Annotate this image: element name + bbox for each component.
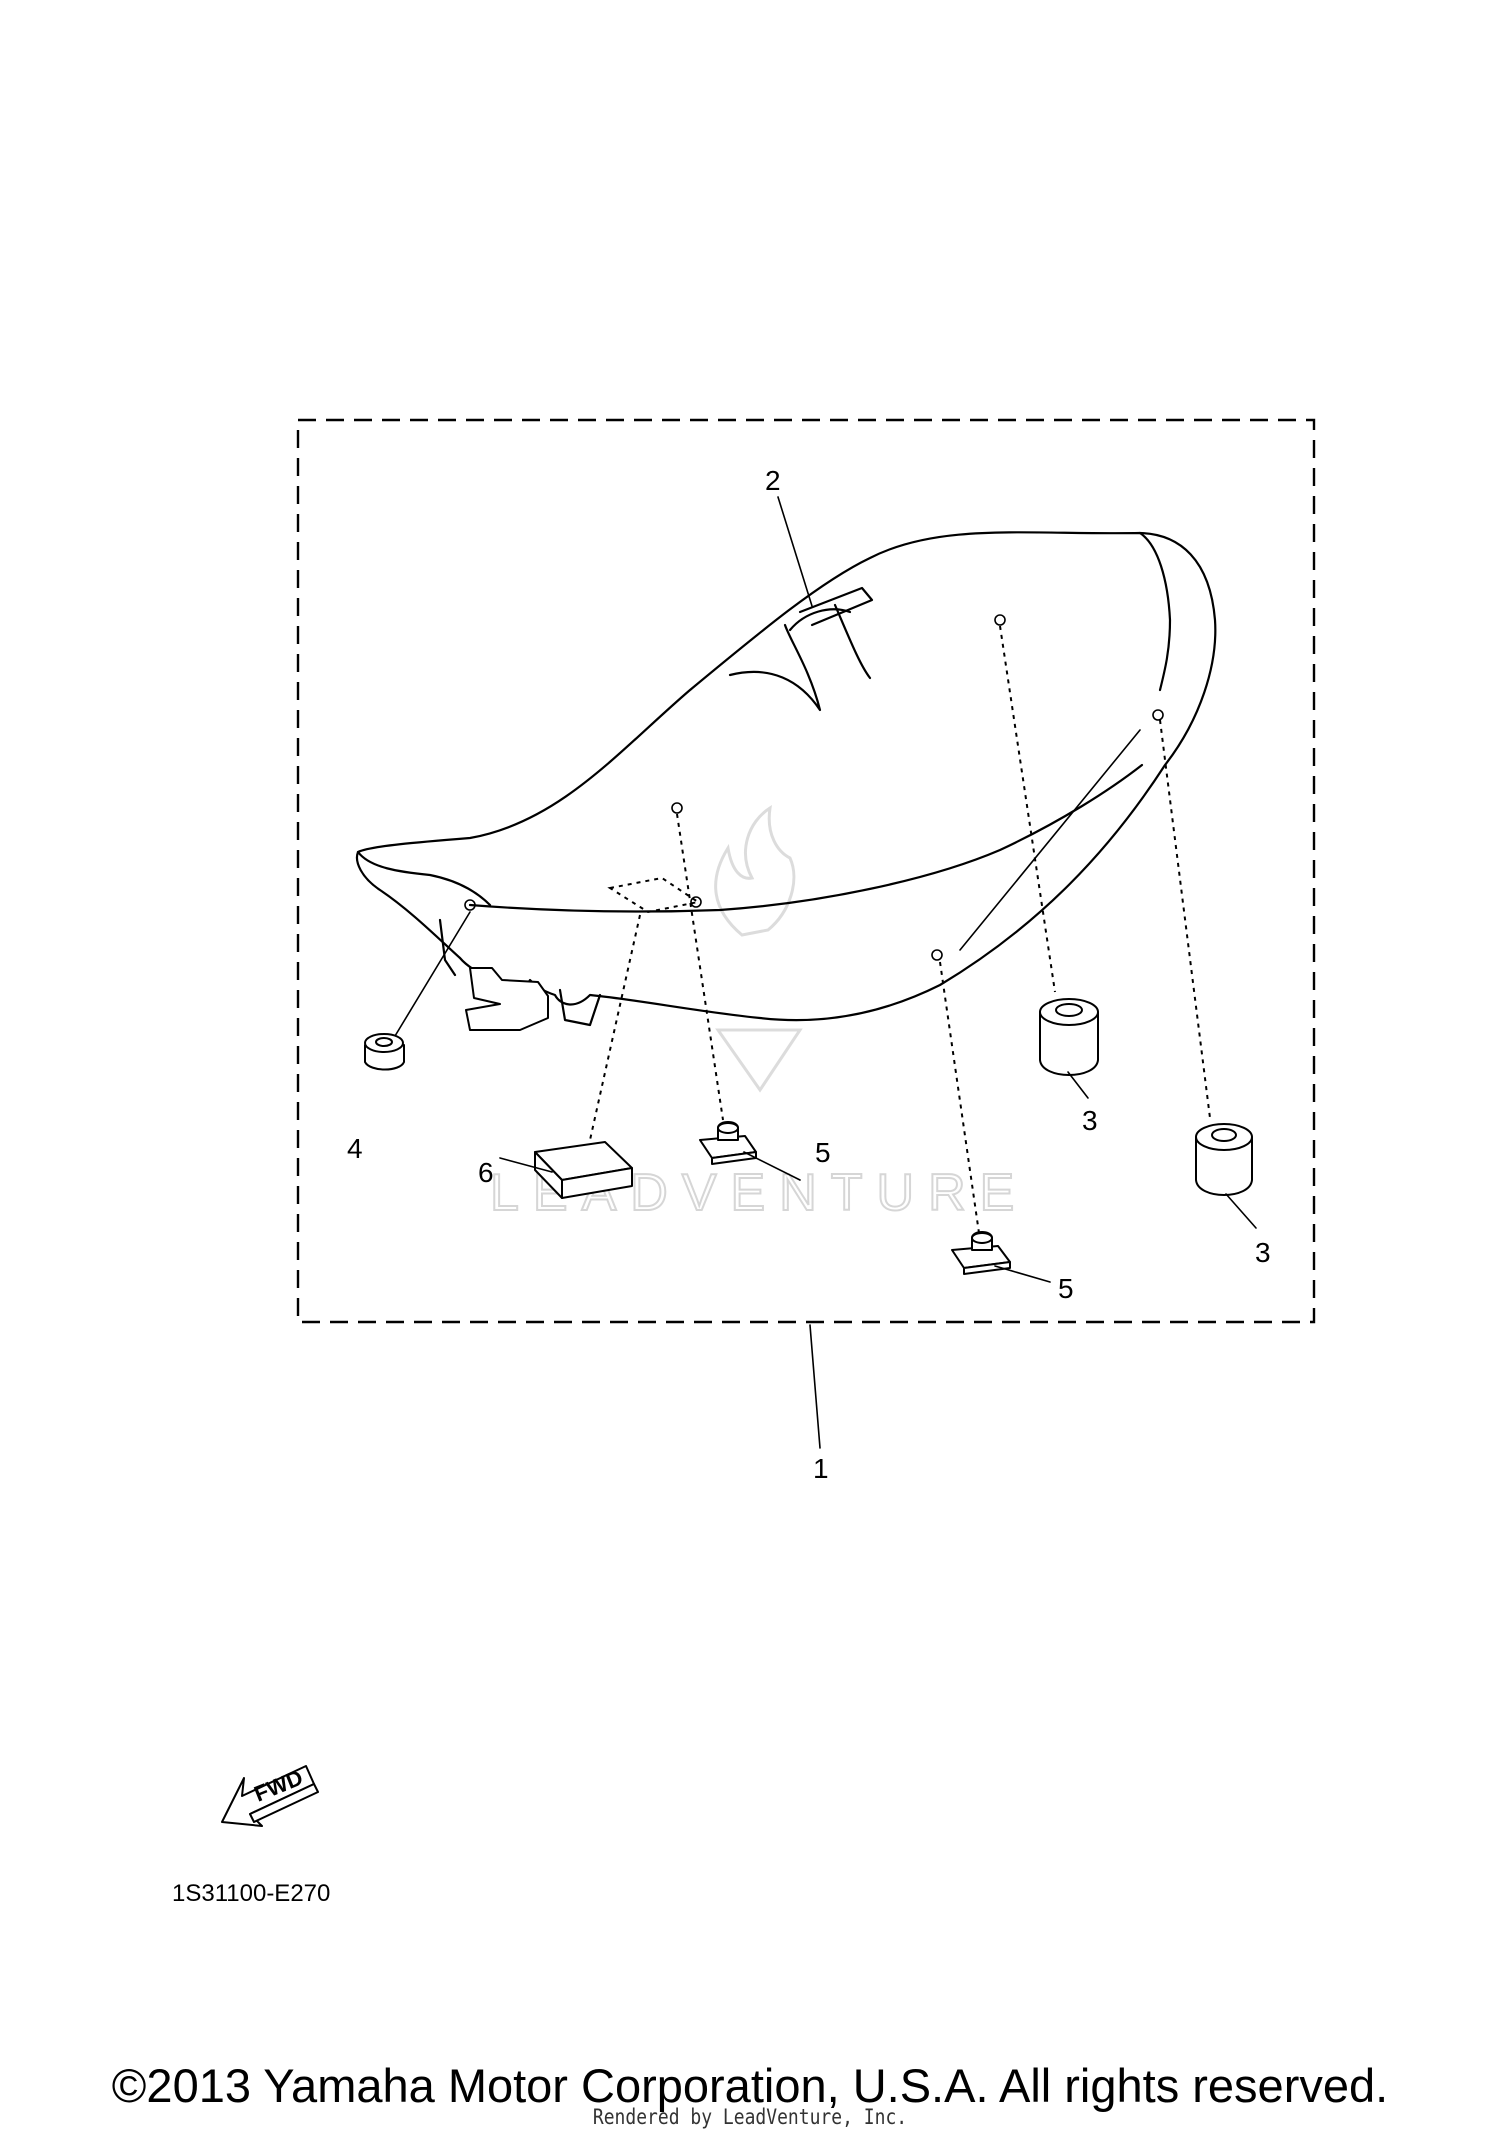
assembly-frame — [296, 418, 1316, 1324]
leader-hole-to-damper-4 — [394, 911, 471, 1037]
callout-3b: 3 — [1255, 1237, 1271, 1268]
seat-hump-right — [833, 603, 872, 680]
damper-3a — [1039, 998, 1099, 1076]
mount-hole — [994, 614, 1006, 626]
leader-lines — [394, 625, 1211, 1241]
seat-hump-left — [728, 623, 822, 712]
seat-skirt — [438, 918, 602, 1027]
diagram-code: 1S31100-E270 — [172, 1880, 331, 1907]
leader-hole-to-damper-3a — [999, 625, 1056, 993]
mount-hole — [671, 802, 683, 814]
leader-callout-1 — [809, 1324, 821, 1449]
callout-6: 6 — [478, 1157, 494, 1188]
callout-1: 1 — [813, 1453, 829, 1484]
mount-hole — [1152, 709, 1164, 721]
mount-hole — [690, 896, 702, 908]
seat-nose-top — [356, 850, 492, 907]
seat-edge-guide — [959, 729, 1141, 951]
callout-leaders — [499, 496, 1257, 1449]
leadventure-v-mark — [715, 1028, 803, 1093]
seat-hump-curve — [788, 608, 852, 632]
seat-outline — [355, 531, 1217, 1022]
leader-callout-3a — [1067, 1071, 1089, 1099]
seat-strap — [798, 586, 874, 627]
pad-outline-hidden — [607, 876, 701, 914]
leader-pad-to-item-6 — [589, 914, 641, 1141]
seat-side-edge — [468, 763, 1144, 913]
leader-callout-5b — [994, 1265, 1051, 1283]
seat-rear-seam — [1138, 531, 1172, 692]
callout-5b: 5 — [1058, 1273, 1074, 1304]
callout-3a: 3 — [1082, 1105, 1098, 1136]
leader-callout-5a — [743, 1151, 801, 1181]
nut-5b — [951, 1231, 1011, 1275]
leader-callout-6 — [499, 1157, 553, 1173]
leader-hole-to-nut-5b — [939, 961, 981, 1241]
fwd-arrow-icon: FWD — [221, 1765, 319, 1827]
leader-hole-to-damper-3b — [1159, 719, 1211, 1119]
leadventure-flame-logo — [714, 804, 796, 937]
pad-6 — [534, 1141, 633, 1199]
mount-hole — [931, 949, 943, 961]
mounting-holes — [464, 614, 1164, 961]
mount-hole — [464, 899, 476, 911]
leader-hole-to-nut-5a — [676, 813, 724, 1121]
seat-bracket — [465, 967, 549, 1031]
seat — [355, 531, 1217, 1031]
leader-callout-2 — [777, 496, 813, 607]
rendered-by-credit: Rendered by LeadVenture, Inc. — [592, 2104, 908, 2131]
callout-5a: 5 — [815, 1137, 831, 1168]
callout-2: 2 — [765, 465, 781, 496]
leader-callout-3b — [1225, 1193, 1257, 1229]
nut-5a — [699, 1121, 757, 1165]
damper-3b — [1195, 1123, 1253, 1196]
damper-4 — [364, 1033, 405, 1071]
copyright-notice: ©2013 Yamaha Motor Corporation, U.S.A. A… — [111, 2059, 1389, 2112]
callout-4: 4 — [347, 1133, 363, 1164]
